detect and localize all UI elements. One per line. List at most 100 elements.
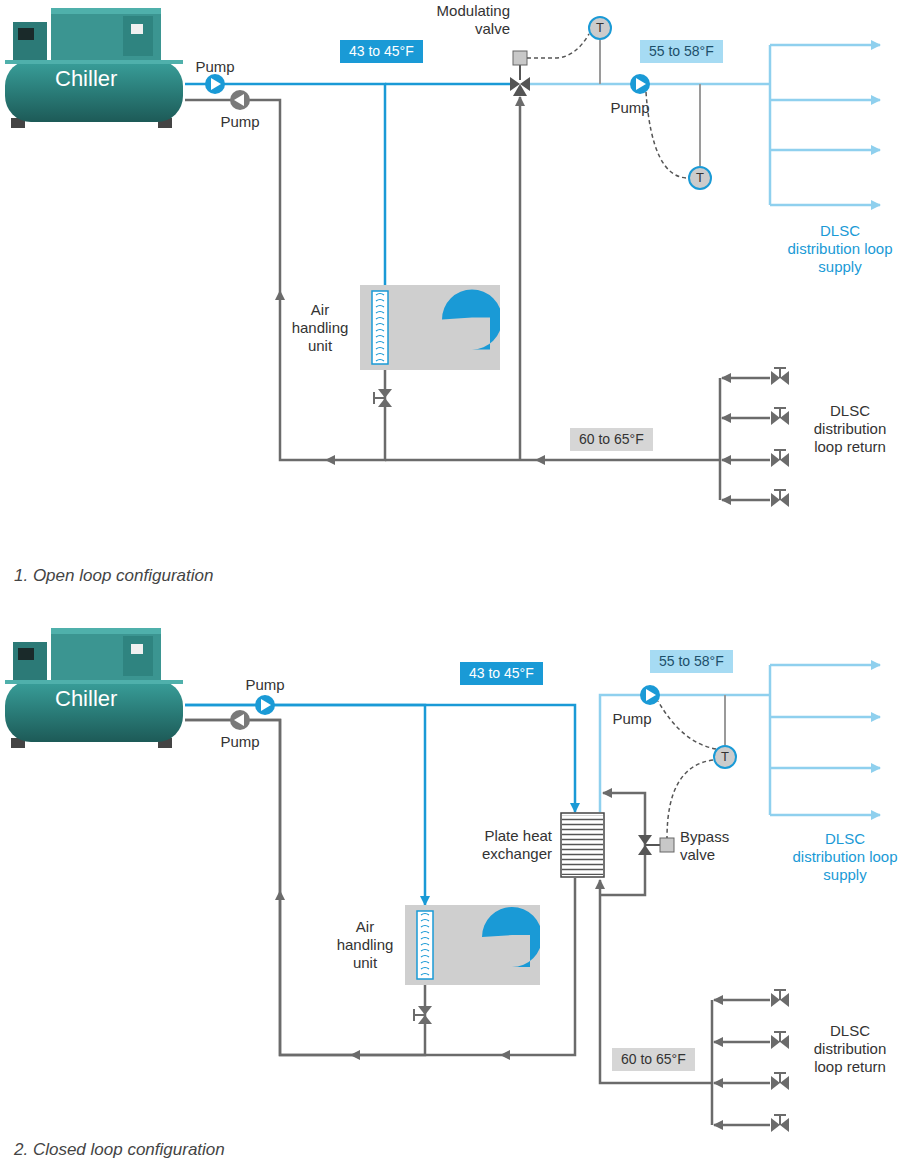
pump-label: Pump <box>245 676 285 694</box>
supply-branch <box>770 814 880 817</box>
temperature-tag: 43 to 45°F <box>340 40 423 63</box>
temperature-tag: 55 to 58°F <box>640 40 723 63</box>
loop-label: DLSC distribution loop return <box>800 1022 900 1076</box>
figure-caption: 1. Open loop configuration <box>14 566 414 586</box>
return-branch <box>722 459 770 462</box>
sensor-letter: T <box>715 747 735 767</box>
ahu-illustration <box>405 905 540 985</box>
sensor-stem <box>699 84 701 166</box>
supply-branch <box>770 149 880 152</box>
supply-branch <box>770 204 880 207</box>
pump-symbol <box>205 74 225 94</box>
flow-arrow <box>325 455 335 465</box>
supply-branch <box>770 664 880 667</box>
sensor-letter: T <box>690 168 710 188</box>
return-manifold <box>719 378 722 500</box>
chiller-unit: Chiller <box>3 0 185 130</box>
chiller-label: Chiller <box>55 66 117 92</box>
chiller-label: Chiller <box>55 686 117 712</box>
temperature-text: 55 to 58°F <box>659 653 724 670</box>
supply-manifold <box>769 45 772 205</box>
loop-label: DLSC distribution loop supply <box>790 830 900 884</box>
control-signal-line <box>646 92 688 178</box>
temperature-tag: 55 to 58°F <box>650 650 733 673</box>
dlsc-supply-pipe <box>600 695 770 812</box>
sensor-stem <box>724 695 726 745</box>
supply-pipe <box>185 84 385 285</box>
bypass-valve <box>638 835 674 855</box>
return-valves <box>771 368 789 1132</box>
figure-caption: 2. Closed loop configuration <box>14 1140 414 1160</box>
temperature-tag: 60 to 65°F <box>612 1048 695 1071</box>
supply-pipe <box>185 705 575 812</box>
loop-label: DLSC distribution loop supply <box>785 222 895 276</box>
temperature-sensor: T <box>588 16 612 40</box>
air-handling-unit: Air handling unit <box>405 905 540 985</box>
return-pipe <box>185 100 385 460</box>
temperature-text: 55 to 58°F <box>649 43 714 60</box>
mixing-pipe <box>519 97 522 460</box>
return-branch <box>714 1082 770 1085</box>
supply-pipe <box>385 83 511 86</box>
supply-branch <box>770 99 880 102</box>
valve-label: Modulating valve <box>410 2 510 38</box>
pump-label: Pump <box>220 733 260 751</box>
air-handling-unit: Air handling unit <box>360 285 500 370</box>
return-branch <box>722 417 770 420</box>
flow-arrow <box>500 1050 510 1060</box>
pump-symbol <box>255 695 275 715</box>
unit-label: Air handling unit <box>333 918 397 972</box>
ahu-illustration <box>360 285 500 370</box>
temperature-text: 60 to 65°F <box>621 1051 686 1068</box>
return-branch <box>722 377 770 380</box>
temperature-sensor: T <box>688 166 712 190</box>
pump-label: Pump <box>195 58 235 76</box>
chiller-illustration <box>3 0 185 130</box>
temperature-text: 43 to 45°F <box>469 665 534 682</box>
sensor-letter: T <box>590 18 610 38</box>
control-signal-line <box>667 760 713 838</box>
flow-arrow <box>535 455 545 465</box>
temperature-tag: 43 to 45°F <box>460 662 543 685</box>
temperature-sensor: T <box>713 745 737 769</box>
heat-exchanger-plates <box>560 812 605 878</box>
return-branch <box>714 1124 770 1127</box>
flow-arrow <box>350 1050 360 1060</box>
temperature-tag: 60 to 65°F <box>570 428 653 451</box>
temperature-text: 60 to 65°F <box>579 431 644 448</box>
return-pipe <box>185 720 575 1055</box>
return-branch <box>714 999 770 1002</box>
pump-symbol <box>230 710 250 730</box>
chiller-illustration <box>3 620 185 750</box>
pump-symbol <box>640 685 660 705</box>
supply-pipe <box>185 705 425 905</box>
sensor-stem <box>599 40 601 84</box>
temperature-text: 43 to 45°F <box>349 43 414 60</box>
plate-heat-exchanger: Plate heat exchanger <box>560 812 605 878</box>
return-branch <box>714 1041 770 1044</box>
supply-branch <box>770 767 880 770</box>
supply-branch <box>770 44 880 47</box>
pump-symbol <box>630 74 650 94</box>
chiller-unit: Chiller <box>3 620 185 750</box>
pump-label: Pump <box>220 113 260 131</box>
control-valve <box>374 389 392 407</box>
flow-arrow <box>275 290 285 300</box>
return-manifold <box>711 1000 714 1125</box>
return-pipe <box>385 459 720 462</box>
flow-arrow <box>275 890 285 900</box>
return-branch <box>722 499 770 502</box>
valve-label: Bypass valve <box>680 828 742 864</box>
control-signal-line <box>658 701 716 749</box>
control-signal-line <box>527 34 589 58</box>
bypass-pipe <box>600 793 645 895</box>
supply-manifold <box>769 665 772 815</box>
pump-label: Pump <box>610 99 650 117</box>
dlsc-return-pipe <box>600 880 712 1083</box>
control-valve <box>414 1006 432 1024</box>
pump-label: Pump <box>612 710 652 728</box>
supply-branch <box>770 716 880 719</box>
unit-label: Plate heat exchanger <box>454 827 552 863</box>
